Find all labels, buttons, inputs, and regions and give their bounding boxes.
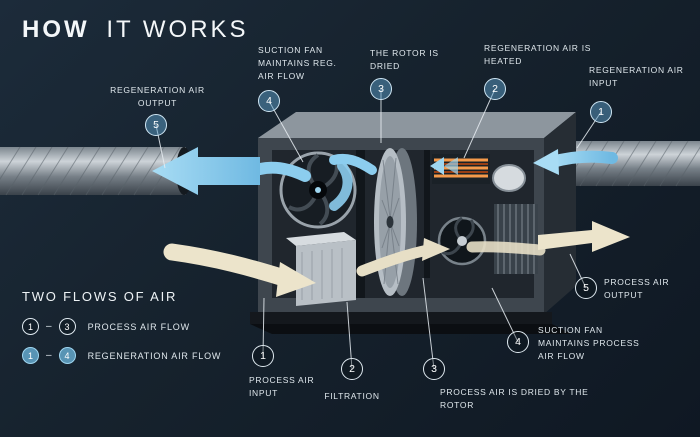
- legend-title: TWO FLOWS OF AIR: [22, 289, 178, 304]
- legend-dash-icon: –: [46, 321, 52, 332]
- regeneration-inlet-icon: [492, 164, 526, 192]
- callout-number-process-1: 1: [252, 345, 274, 367]
- legend: TWO FLOWS OF AIR 1 – 3 PROCESS AIR FLOW …: [22, 289, 221, 376]
- callout-label-regeneration-air-heated: REGENERATION AIR IS HEATED: [484, 43, 592, 67]
- callout-number-process-4: 4: [507, 331, 529, 353]
- callout-number-regen-1: 1: [590, 101, 612, 123]
- page-title-strong: HOW: [22, 16, 90, 43]
- legend-number-to-regen: 4: [58, 347, 76, 364]
- legend-number-from-process: 1: [22, 318, 39, 335]
- callout-label-process-air-dried: PROCESS AIR IS DRIED BY THE ROTOR: [440, 387, 589, 411]
- legend-number-from-regen: 1: [22, 347, 39, 364]
- callout-label-suction-fan-reg: SUCTION FAN MAINTAINS REG. AIR FLOW: [258, 45, 337, 82]
- callout-number-process-2: 2: [341, 358, 363, 380]
- regeneration-air-arrows: [152, 147, 618, 211]
- callout-number-process-3: 3: [423, 358, 445, 380]
- callout-number-regen-2: 2: [484, 78, 506, 100]
- callout-number-regen-3: 3: [370, 78, 392, 100]
- legend-label-regeneration: REGENERATION AIR FLOW: [87, 350, 222, 361]
- callout-number-regen-5: 5: [145, 114, 167, 136]
- legend-row-process: 1 – 3 PROCESS AIR FLOW: [22, 318, 221, 335]
- process-air-arrows: [163, 221, 630, 297]
- legend-number-to-process: 3: [58, 318, 76, 335]
- callout-label-rotor-is-dried: THE ROTOR IS DRIED: [370, 48, 439, 72]
- callout-label-filtration: FILTRATION: [324, 391, 380, 401]
- page-title-light: IT WORKS: [106, 16, 249, 43]
- legend-row-regeneration: 1 – 4 REGENERATION AIR FLOW: [22, 347, 221, 364]
- page-title: HOW IT WORKS: [22, 16, 249, 44]
- legend-label-process: PROCESS AIR FLOW: [87, 321, 190, 332]
- rotor-icon: [374, 148, 417, 296]
- callout-label-regeneration-air-input: REGENERATION AIR INPUT: [589, 65, 684, 89]
- filter-icon: [286, 232, 356, 306]
- outlet-grille-icon: [494, 204, 538, 274]
- process-fan-icon: [437, 216, 487, 266]
- machine-interior: [279, 148, 538, 306]
- callout-number-process-5: 5: [575, 277, 597, 299]
- legend-dash-icon: –: [46, 350, 52, 361]
- callout-label-regeneration-air-output: REGENERATION AIR OUTPUT: [110, 85, 205, 109]
- callout-label-process-air-output: PROCESS AIR OUTPUT: [604, 277, 670, 301]
- callout-number-regen-4: 4: [258, 90, 280, 112]
- callout-label-suction-fan-process: SUCTION FAN MAINTAINS PROCESS AIR FLOW: [538, 325, 640, 362]
- callout-label-process-air-input: PROCESS AIR INPUT: [249, 375, 315, 399]
